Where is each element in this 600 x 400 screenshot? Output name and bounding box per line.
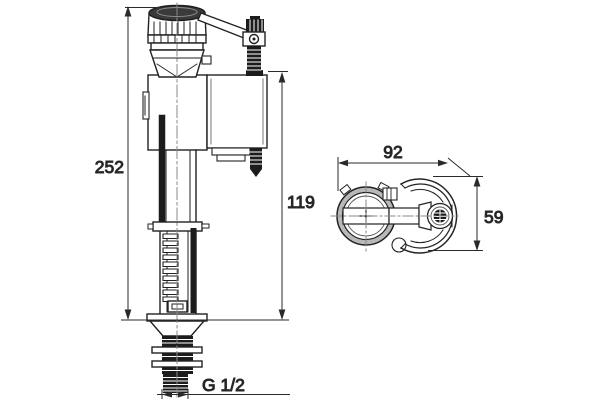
dim-top-depth: 59	[428, 176, 504, 251]
cap-tab-left	[339, 183, 352, 196]
dim-side-height: 119	[268, 71, 315, 320]
dim-top-width: 92	[337, 142, 471, 191]
dim-thread-size: G 1/2	[157, 375, 290, 399]
threaded-rod	[246, 46, 262, 73]
knurled-knob	[246, 16, 264, 32]
float-chamber	[206, 70, 268, 177]
telescopic-shaft	[147, 114, 210, 315]
dim-label-thread-size: G 1/2	[202, 375, 245, 395]
dim-label-overall-height: 252	[95, 157, 124, 177]
spring	[162, 233, 179, 303]
dim-overall-height: 252	[94, 6, 289, 321]
top-view	[330, 178, 459, 254]
float-lever	[197, 12, 266, 73]
float-guard	[391, 178, 458, 254]
valve-bowl	[149, 49, 212, 78]
float-arm	[382, 187, 432, 231]
valve-body	[142, 74, 208, 151]
dim-label-top-depth: 59	[484, 207, 503, 227]
top-view-centerlines	[330, 181, 459, 252]
hinge-knuckle	[382, 187, 398, 201]
dim-label-top-width: 92	[383, 142, 402, 162]
front-view	[142, 2, 268, 398]
lower-adjust-screw	[249, 148, 263, 177]
g12-thread	[162, 374, 189, 393]
dim-label-side-height: 119	[287, 192, 315, 212]
